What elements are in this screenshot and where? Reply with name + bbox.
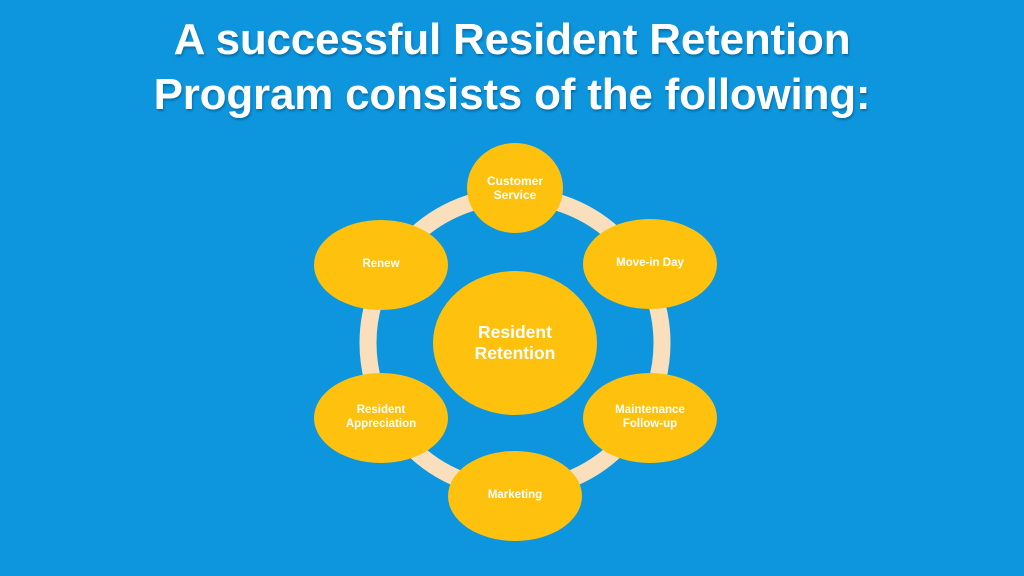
page-title: A successful Resident Retention Program … (0, 12, 1024, 122)
cycle-node-label: Move-in Day (616, 257, 684, 270)
cycle-center-label: Resident Retention (469, 322, 562, 363)
title-line-1: A successful Resident Retention (173, 15, 851, 64)
label-line-2: Retention (474, 343, 556, 363)
label-line-2: Follow-up (622, 418, 678, 430)
cycle-node-label: Marketing (487, 489, 543, 502)
label-line-2: Service (493, 188, 537, 202)
title-line-2: Program consists of the following: (153, 70, 871, 119)
cycle-node-center-resident-retention[interactable]: Resident Retention (433, 271, 597, 415)
cycle-node-marketing[interactable]: Marketing (448, 451, 582, 541)
label-line-1: Resident (356, 404, 406, 417)
cycle-node-label: Renew (362, 258, 400, 271)
cycle-node-customer-service[interactable]: Customer Service (467, 143, 563, 233)
cycle-node-maintenance-followup[interactable]: Maintenance Follow-up (583, 373, 717, 463)
label-line-1: Maintenance (615, 404, 685, 417)
cycle-node-move-in-day[interactable]: Move-in Day (583, 219, 717, 309)
cycle-node-renew[interactable]: Renew (314, 220, 448, 310)
cycle-diagram: Customer Service Move-in Day Maintenance… (0, 132, 1024, 576)
cycle-node-label: Resident Appreciation (340, 404, 422, 431)
label-line-1: Resident (478, 322, 552, 343)
label-line-1: Customer (486, 173, 543, 188)
cycle-node-label: Maintenance Follow-up (609, 404, 691, 431)
cycle-node-resident-appreciation[interactable]: Resident Appreciation (314, 373, 448, 463)
label-line-2: Appreciation (345, 418, 417, 430)
cycle-node-label: Customer Service (481, 174, 549, 202)
